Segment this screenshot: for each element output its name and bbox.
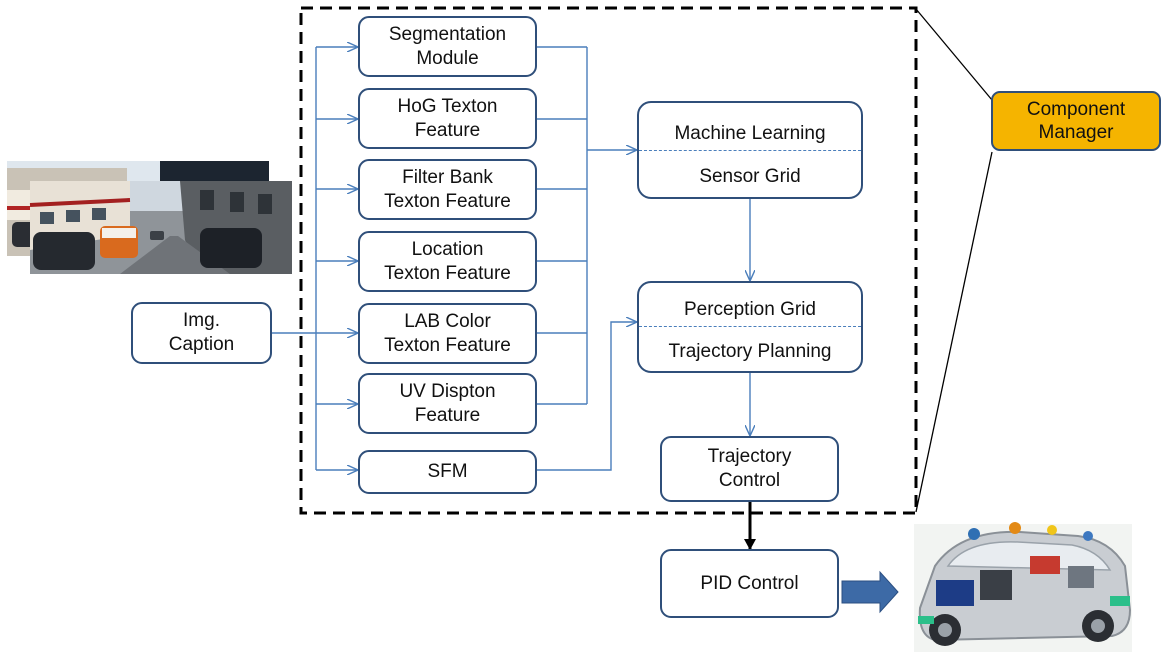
location-line-2: Texton Feature — [384, 262, 511, 284]
hog-line-2: Feature — [414, 119, 481, 141]
trajectory-control-line-2: Control — [718, 470, 781, 491]
pid-to-car-arrow — [841, 570, 899, 614]
manager-callout-top — [915, 8, 993, 101]
trajectory-control-line-1: Trajectory — [707, 446, 792, 467]
machine-learning-node: Machine Learning Sensor Grid — [637, 101, 863, 199]
street-scene-photo — [7, 161, 292, 274]
perception-divider — [639, 326, 861, 327]
hog-line-1: HoG Texton — [397, 95, 498, 117]
component-manager-node: Component Manager — [991, 91, 1161, 151]
filter-bank-line-2: Texton Feature — [384, 190, 511, 212]
machine-learning-label: Machine Learning — [674, 123, 826, 144]
pid-control-label: PID Control — [700, 572, 799, 594]
sensor-grid-label: Sensor Grid — [699, 166, 801, 187]
sfm-to-perception-line — [537, 322, 637, 471]
img-caption-line-2: Caption — [168, 334, 235, 355]
manager-callout-bottom — [915, 151, 993, 513]
system-boundary — [299, 6, 918, 515]
perception-grid-label: Perception Grid — [683, 299, 816, 320]
lab-color-line-1: LAB Color — [404, 310, 491, 332]
filter-bank-texton-node: Filter Bank Texton Feature — [358, 159, 537, 220]
perception-planning-node: Perception Grid Trajectory Planning — [637, 281, 863, 373]
img-caption-node: Img. Caption — [131, 302, 272, 364]
component-manager-line-2: Manager — [1038, 122, 1114, 143]
segmentation-line-2: Module — [416, 47, 479, 69]
segmentation-line-1: Segmentation — [388, 23, 507, 45]
img-caption-line-1: Img. — [183, 310, 220, 331]
trajectory-control-node: Trajectory Control — [660, 436, 839, 502]
trajectory-planning-label: Trajectory Planning — [668, 341, 832, 362]
machine-learning-divider — [639, 150, 861, 151]
uv-dispton-node: UV Dispton Feature — [358, 373, 537, 434]
pid-control-node: PID Control — [660, 549, 839, 618]
sfm-label: SFM — [427, 461, 468, 482]
uv-dispton-line-2: Feature — [414, 404, 481, 426]
filter-bank-line-1: Filter Bank — [402, 166, 493, 188]
segmentation-module-node: Segmentation Module — [358, 16, 537, 77]
sfm-node: SFM — [358, 450, 537, 494]
lab-color-texton-node: LAB Color Texton Feature — [358, 303, 537, 364]
sensor-equipped-car-illustration — [914, 522, 1132, 652]
hog-texton-node: HoG Texton Feature — [358, 88, 537, 149]
location-line-1: Location — [411, 238, 484, 260]
location-texton-node: Location Texton Feature — [358, 231, 537, 292]
component-manager-line-1: Component — [1026, 99, 1126, 120]
lab-color-line-2: Texton Feature — [384, 334, 511, 356]
uv-dispton-line-1: UV Dispton — [399, 380, 496, 402]
